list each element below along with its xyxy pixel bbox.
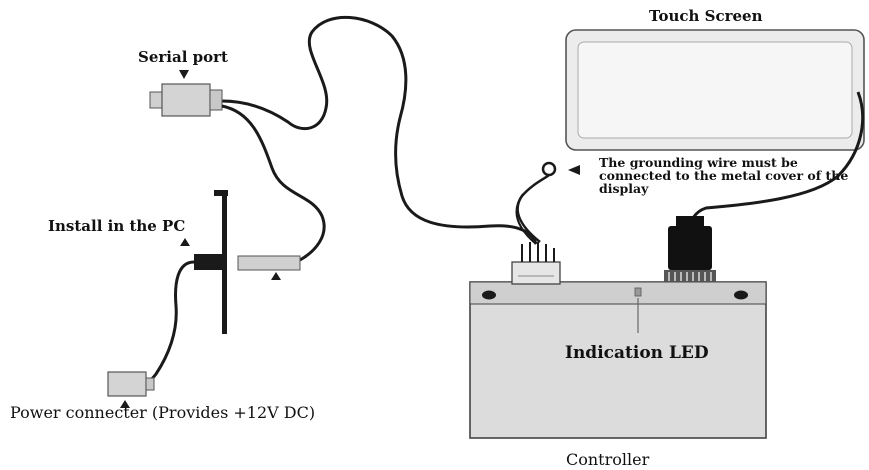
- indication-led: [634, 287, 642, 333]
- touch-screen-label: Touch Screen: [649, 7, 763, 25]
- pc-bracket: [180, 190, 301, 334]
- grounding-wire: [515, 161, 580, 245]
- pc-card-cable: [221, 104, 326, 262]
- touch-screen-plug: [664, 216, 716, 282]
- serial-port-arrow: [179, 70, 189, 79]
- power-cable: [139, 260, 195, 386]
- ground-arrow: [568, 165, 580, 175]
- grounding-note-label: The grounding wire must be connected to …: [599, 155, 849, 197]
- install-arrow: [180, 238, 190, 246]
- serial-port-connector: [149, 70, 223, 117]
- power-connector-label: Power connecter (Provides +12V DC): [10, 403, 316, 422]
- power-arrow: [120, 400, 130, 408]
- serial-port-label: Serial port: [138, 48, 228, 66]
- install-in-pc-label: Install in the PC: [48, 217, 186, 235]
- mount-hole-right: [734, 290, 748, 300]
- indication-led-label: Indication LED: [565, 343, 709, 363]
- card-connector-arrow: [271, 272, 281, 280]
- controller-label: Controller: [566, 450, 650, 469]
- controller-connector: [511, 242, 561, 285]
- mount-hole-left: [482, 290, 496, 300]
- touch-screen-cable: [688, 91, 865, 229]
- controller-box: [469, 281, 767, 439]
- power-connector: [107, 371, 155, 408]
- serial-cable: [221, 15, 538, 245]
- touch-screen-panel: [565, 29, 865, 151]
- ground-ring-terminal: [541, 161, 557, 177]
